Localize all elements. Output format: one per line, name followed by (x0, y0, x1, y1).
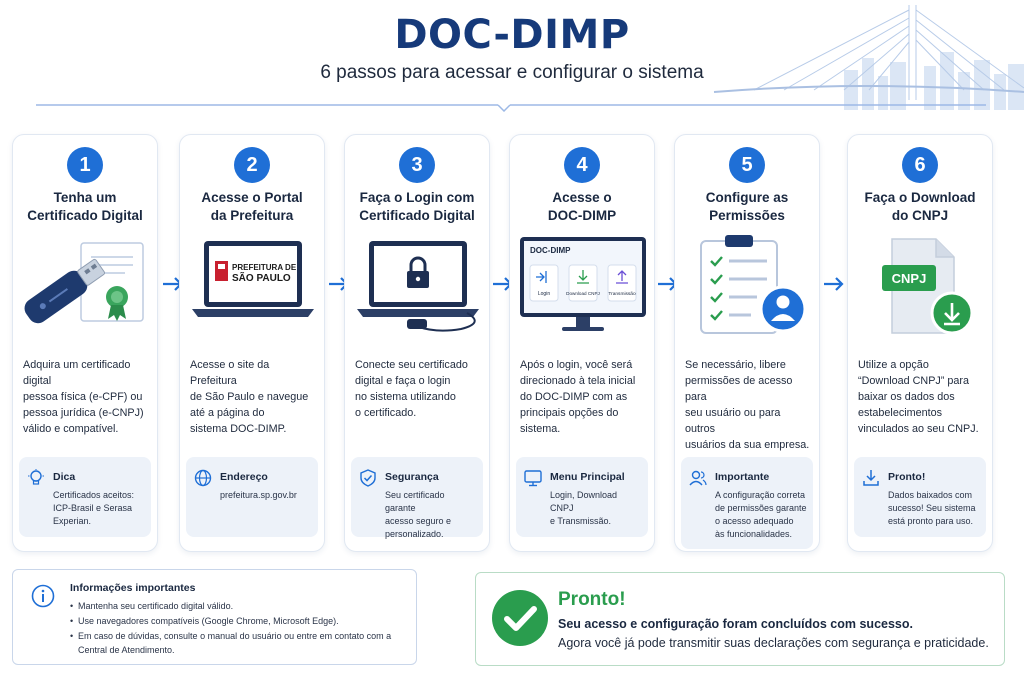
file-label: CNPJ (892, 271, 927, 286)
arrow-right-icon (824, 277, 844, 291)
usb-token-certificate-icon (24, 242, 144, 324)
menu-item-transmissao: Transmissão (608, 291, 636, 297)
step-number: 1 (67, 147, 103, 183)
shield-check-icon (360, 469, 376, 487)
completion-title: Pronto! (558, 589, 626, 610)
page-subtitle: 6 passos para acessar e configurar o sis… (320, 62, 704, 83)
step-number: 5 (729, 147, 765, 183)
menu-item-download-cnpj: Download CNPJ (566, 291, 600, 296)
check-circle-icon (492, 590, 548, 646)
monitor-icon (524, 470, 542, 487)
tip-body: prefeitura.sp.gov.br (220, 490, 297, 500)
info-list: Mantenha seu certificado digital válido.… (70, 599, 408, 658)
step-number: 2 (234, 147, 270, 183)
list-item: Em caso de dúvidas, consulte o manual do… (70, 629, 408, 657)
step-number: 3 (399, 147, 435, 183)
info-icon (31, 584, 55, 608)
clipboard-user-icon (700, 235, 807, 334)
menu-item-login: Login (538, 291, 550, 297)
screen-text-line2: SÃO PAULO (232, 271, 291, 284)
users-icon (689, 470, 707, 486)
list-item: Mantenha seu certificado digital válido. (70, 599, 408, 613)
globe-icon (194, 469, 212, 487)
tip-heading: Importante (715, 471, 770, 483)
screen-app-title: DOC-DIMP (530, 246, 571, 255)
info-title: Informações importantes (70, 582, 196, 594)
completion-panel: Pronto! Seu acesso e configuração foram … (475, 572, 1005, 666)
tip-heading: Segurança (385, 471, 439, 483)
lightbulb-icon (28, 469, 44, 485)
list-item: Use navegadores compatíveis (Google Chro… (70, 614, 408, 628)
step-number: 4 (564, 147, 600, 183)
city-bridge-illustration (713, 5, 1024, 110)
header-divider (36, 104, 986, 112)
completion-subtext: Agora você já pode transmitir suas decla… (558, 636, 989, 650)
monitor-menu-icon: DOC-DIMP Login Download CNPJ Transmissão (520, 237, 646, 331)
file-cnpj-download-icon: CNPJ (882, 238, 974, 335)
page-title: DOC-DIMP (394, 12, 630, 58)
step-tip: Endereço prefeitura.sp.gov.br (186, 457, 318, 537)
step-number: 6 (902, 147, 938, 183)
tip-body: Certificados aceitos:ICP-Brasil e Serasa… (53, 490, 135, 526)
download-icon (863, 470, 879, 486)
laptop-prefeitura-icon: PREFEITURA DE SÃO PAULO (192, 241, 314, 317)
laptop-lock-icon (357, 241, 479, 332)
important-info-panel: Informações importantes Mantenha seu cer… (12, 569, 417, 665)
tip-heading: Menu Principal (550, 471, 625, 483)
tip-heading: Dica (53, 471, 76, 483)
tip-heading: Pronto! (888, 471, 926, 483)
step-tip: Dica Certificados aceitos:ICP-Brasil e S… (19, 457, 151, 537)
tip-heading: Endereço (220, 471, 268, 483)
completion-message: Seu acesso e configuração foram concluíd… (558, 617, 913, 631)
screen-text-line1: PREFEITURA DE (232, 263, 297, 272)
